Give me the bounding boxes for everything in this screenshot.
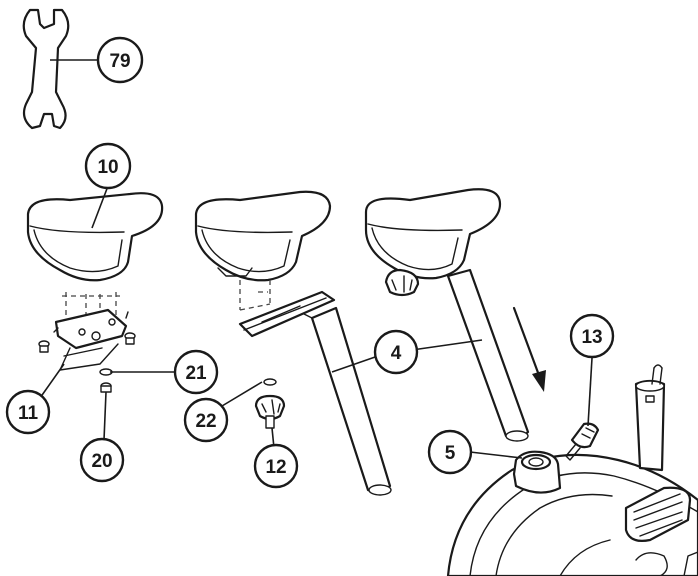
callout-4: 4 <box>373 329 419 375</box>
callout-5: 5 <box>427 429 473 475</box>
callout-label-4: 4 <box>391 343 402 364</box>
knob-12-and-washer-22 <box>254 378 286 429</box>
callout-21: 21 <box>173 349 219 395</box>
bike-frame-5 <box>446 364 698 576</box>
wrench-tool <box>22 8 70 130</box>
callout-label-21: 21 <box>185 363 207 384</box>
direction-arrow <box>512 306 546 392</box>
callout-label-12: 12 <box>265 457 286 478</box>
alignment-lines-seat-2 <box>239 280 271 311</box>
callout-label-10: 10 <box>97 157 118 178</box>
callout-79: 79 <box>96 36 144 84</box>
callout-10: 10 <box>84 142 132 190</box>
callout-label-13: 13 <box>581 327 602 348</box>
seat-part-10 <box>26 192 164 282</box>
leader-lines <box>39 59 593 459</box>
callout-13: 13 <box>569 313 615 359</box>
callout-label-79: 79 <box>109 51 130 72</box>
seat-post-4 <box>238 290 392 496</box>
seat-part-assembled <box>364 188 530 442</box>
callout-label-11: 11 <box>18 403 39 424</box>
callout-label-22: 22 <box>195 411 216 432</box>
callout-label-5: 5 <box>445 443 456 464</box>
seat-bracket-11 <box>38 308 136 393</box>
callout-12: 12 <box>253 443 299 489</box>
callout-20: 20 <box>79 437 125 483</box>
seat-part-middle <box>194 190 332 282</box>
callout-22: 22 <box>183 397 229 443</box>
callout-label-20: 20 <box>91 451 112 472</box>
callout-11: 11 <box>5 389 51 435</box>
